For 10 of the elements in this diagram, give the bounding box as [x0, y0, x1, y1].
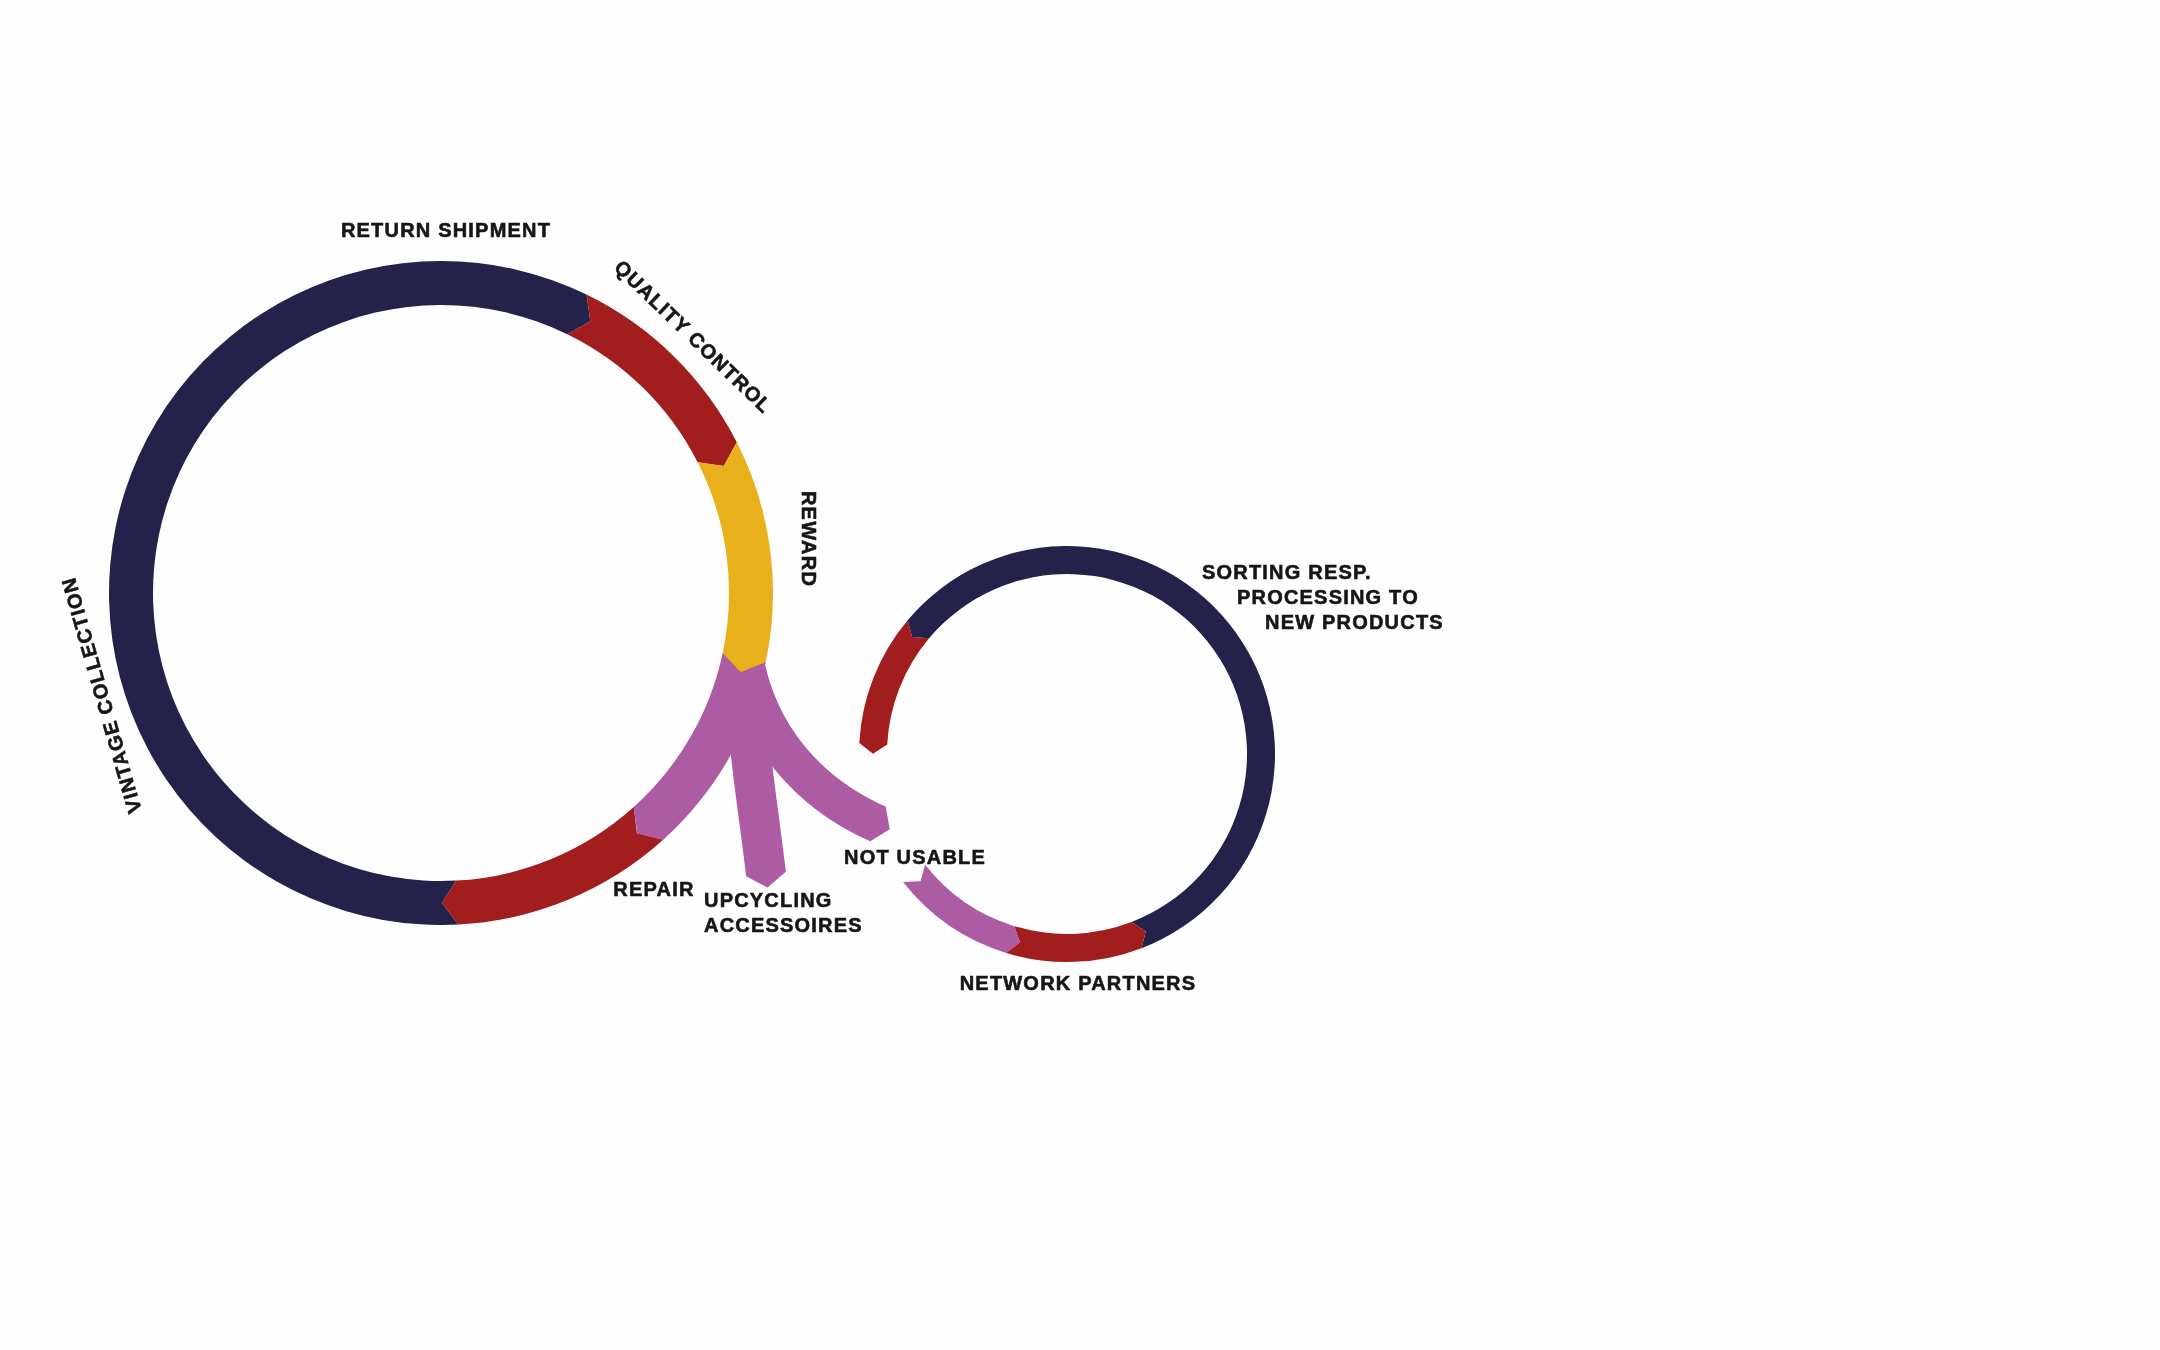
stage-label: REWARD [796, 490, 821, 588]
stage-label: SORTING RESP. PROCESSING TO NEW PRODUCTS [1201, 560, 1445, 635]
stage-label: REPAIR [613, 876, 695, 902]
ring-segment [442, 807, 695, 925]
stage-label: UPCYCLING ACCESSOIRES [704, 888, 864, 938]
stage-label: NOT USABLE [844, 844, 986, 870]
flow-arrow [632, 651, 766, 839]
stage-label: NETWORK PARTNERS [959, 970, 1197, 996]
ring-segment [859, 620, 930, 754]
stage-label: RETURN SHIPMENT [340, 217, 552, 243]
